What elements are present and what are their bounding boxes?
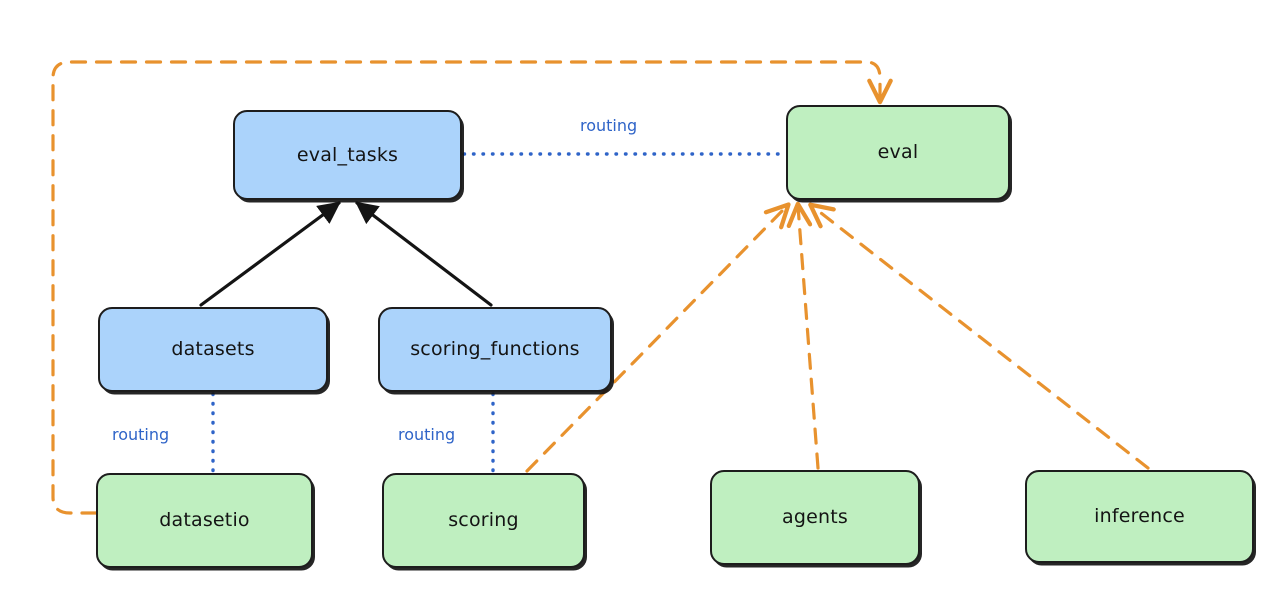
edge-datasetio-eval [51,60,893,515]
node-label-scoring-functions: scoring_functions [410,338,580,361]
edge-label-routing-middle: routing [396,425,458,444]
node-label-inference: inference [1094,505,1185,528]
node-eval-tasks[interactable]: eval_tasks [233,110,462,200]
edge-inference-eval [808,202,1150,470]
edge-datasets-eval-tasks [199,201,341,307]
node-agents[interactable]: agents [710,470,920,565]
node-scoring[interactable]: scoring [382,473,585,568]
node-eval[interactable]: eval [786,105,1010,200]
edge-label-routing-left: routing [110,425,172,444]
edge-scoring-functions-eval-tasks [355,201,493,307]
node-datasetio[interactable]: datasetio [96,473,313,568]
node-inference[interactable]: inference [1025,470,1254,563]
node-label-datasetio: datasetio [159,509,250,532]
edge-label-routing-top: routing [578,116,640,135]
node-label-eval-tasks: eval_tasks [296,143,399,166]
node-label-agents: agents [782,506,848,529]
node-label-datasets: datasets [171,338,255,361]
node-scoring-functions[interactable]: scoring_functions [378,307,612,392]
node-label-scoring: scoring [448,509,519,532]
node-datasets[interactable]: datasets [98,307,328,392]
edge-agents-eval [786,201,820,470]
node-label-eval: eval [877,141,919,164]
